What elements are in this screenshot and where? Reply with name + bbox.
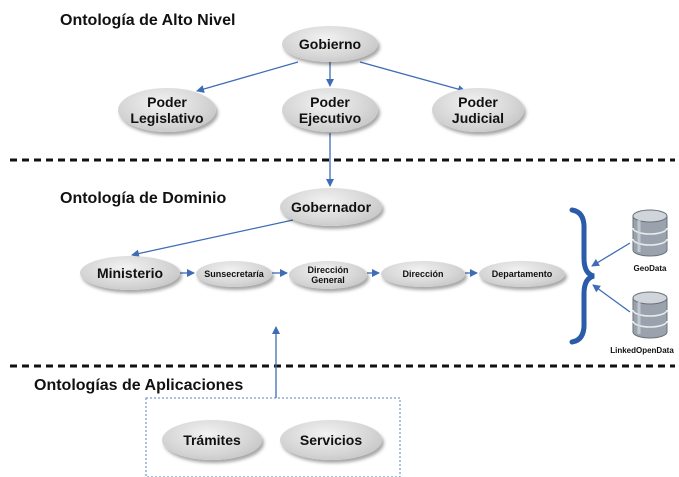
geodata-database-icon bbox=[632, 209, 668, 257]
section-title-apps: Ontologías de Aplicaciones bbox=[34, 377, 244, 394]
node-subsecretaria-label: Sunsecretaría bbox=[204, 268, 264, 279]
node-gobernador-label: Gobernador bbox=[290, 198, 372, 215]
node-ministerio-label: Ministerio bbox=[96, 264, 164, 281]
node-judicial-label-2: Judicial bbox=[451, 110, 505, 126]
node-gobierno-label: Gobierno bbox=[298, 35, 362, 52]
edge-geodata-brace bbox=[591, 242, 631, 267]
node-tramites-label: Trámites bbox=[183, 431, 241, 448]
edge-linkedopendata-brace bbox=[592, 284, 631, 313]
node-direccion-label: Dirección bbox=[402, 268, 444, 279]
node-departamento: Departamento bbox=[479, 261, 565, 287]
node-direccion-general-label-2: General bbox=[311, 275, 345, 285]
edge-gobierno-legislativo bbox=[196, 61, 299, 93]
node-legislativo-label-1: Poder bbox=[147, 93, 187, 110]
node-servicios: Servicios bbox=[280, 420, 382, 460]
node-departamento-label: Departamento bbox=[491, 268, 553, 279]
linkedopendata-label: LinkedOpenData bbox=[610, 346, 674, 355]
node-gobernador: Gobernador bbox=[280, 188, 382, 226]
edge-gobierno-judicial bbox=[359, 61, 466, 93]
node-servicios-label: Servicios bbox=[299, 431, 363, 448]
node-judicial-label-1: Poder bbox=[458, 93, 498, 110]
node-ministerio: Ministerio bbox=[80, 256, 180, 290]
node-tramites: Trámites bbox=[162, 420, 262, 460]
node-subsecretaria: Sunsecretaría bbox=[196, 261, 272, 287]
node-direccion: Dirección bbox=[381, 261, 465, 287]
node-gobierno: Gobierno bbox=[282, 26, 378, 62]
node-direccion-general-label-1: Dirección bbox=[307, 264, 349, 275]
edge-gobernador-ministerio bbox=[131, 219, 294, 258]
node-legislativo-label-2: Legislativo bbox=[130, 110, 204, 126]
section-title-top: Ontología de Alto Nivel bbox=[60, 12, 236, 29]
geodata-label: GeoData bbox=[633, 264, 667, 273]
section-title-domain: Ontología de Dominio bbox=[60, 190, 227, 207]
curly-brace bbox=[569, 207, 595, 345]
linkedopendata-database-icon bbox=[632, 291, 668, 339]
node-ejecutivo-label-1: Poder bbox=[310, 93, 350, 110]
applications-box bbox=[145, 397, 401, 477]
node-ejecutivo-label-2: Ejecutivo bbox=[298, 110, 362, 126]
